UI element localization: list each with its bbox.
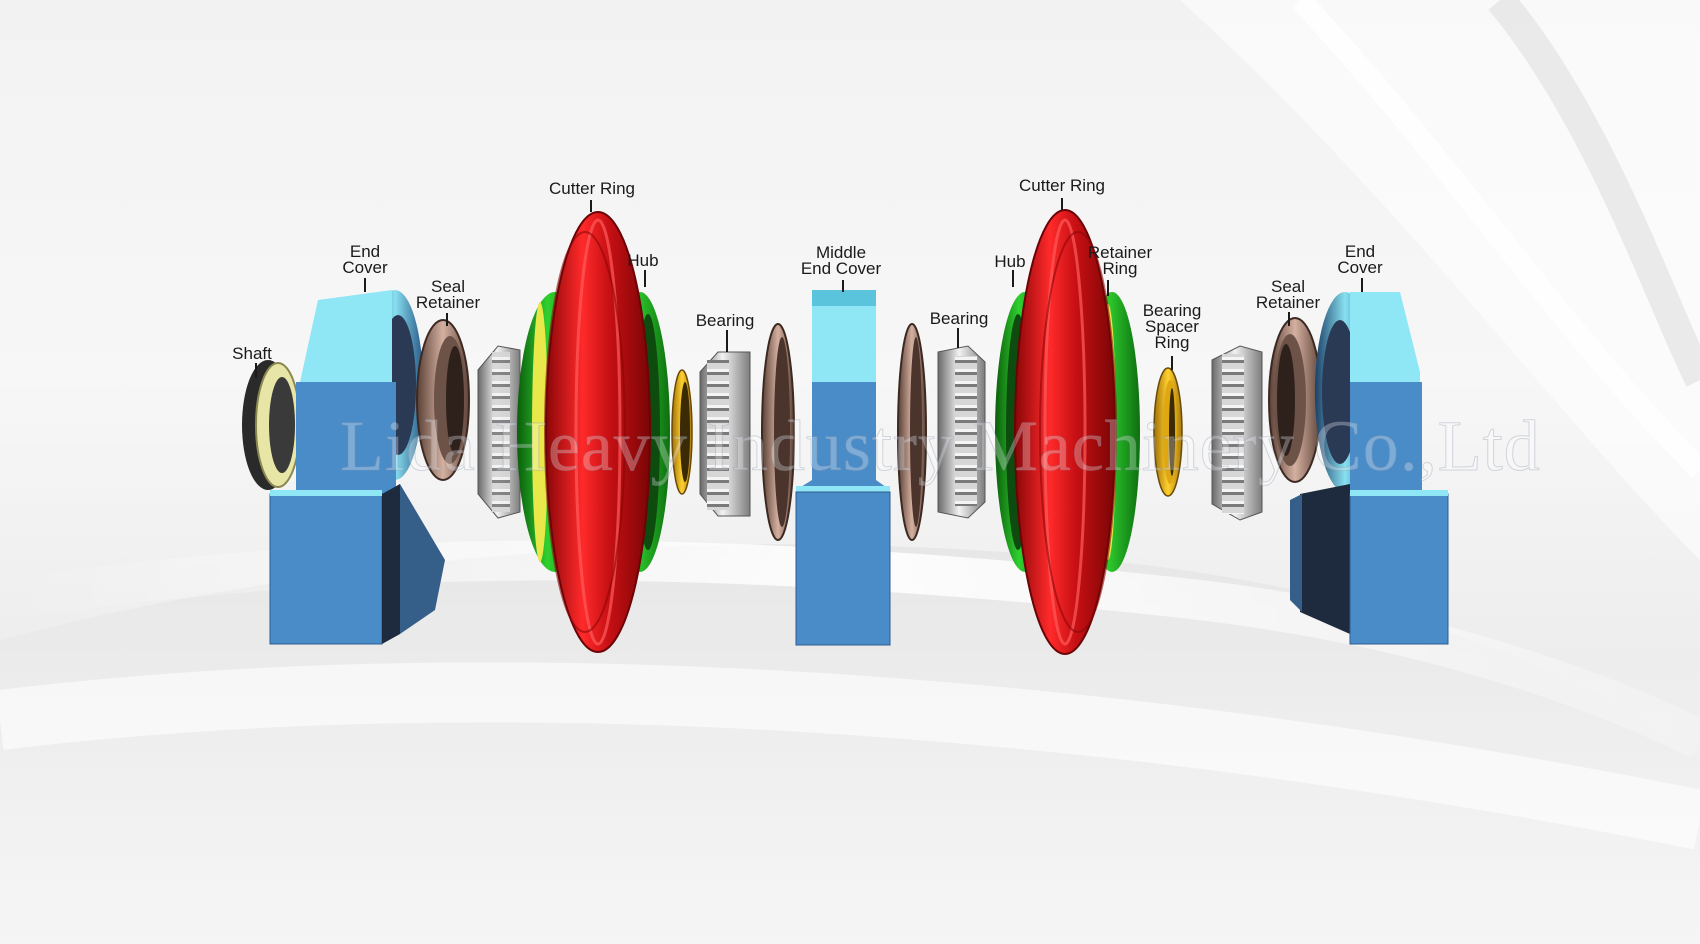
leader-lines (255, 198, 1363, 378)
bearing-left (699, 351, 751, 517)
end-cover-left (269, 290, 445, 645)
seal-retainer-left (416, 319, 470, 481)
bearing-left-inner (477, 345, 521, 519)
label-shaft: Shaft (232, 344, 272, 363)
label-end-cover-left: End Cover (342, 242, 388, 277)
label-seal-retainer-right: Seal Retainer (1255, 277, 1321, 312)
label-middle-end-cover: Middle End Cover (800, 243, 882, 278)
bearing-right-outer (1211, 345, 1263, 521)
label-end-cover-right: End Cover (1337, 242, 1383, 277)
label-bearing-left: Bearing (695, 311, 755, 330)
shaft-left (242, 360, 301, 490)
cutter-ring-left (544, 211, 651, 653)
label-bearing-spacer-ring: Bearing Spacer Ring (1142, 301, 1202, 352)
label-retainer-ring: Retainer Ring (1087, 243, 1153, 278)
seal-retainer-right (1268, 317, 1322, 483)
bearing-spacer-ring (1153, 367, 1183, 497)
spacer-ring-left (671, 369, 693, 495)
label-cutter-ring-right: Cutter Ring (1019, 176, 1105, 195)
seal-ring-middle-right (897, 323, 927, 541)
label-hub-right: Hub (994, 252, 1026, 271)
label-bearing-right: Bearing (929, 309, 989, 328)
label-hub-left: Hub (627, 251, 659, 270)
bearing-right (937, 345, 986, 519)
middle-end-cover (795, 290, 891, 646)
watermark: Lida Heavy Industry Machinery Co.,Ltd (340, 406, 1541, 487)
cutter-ring-right (1014, 209, 1117, 655)
label-seal-retainer-left: Seal Retainer (415, 277, 481, 312)
end-cover-right (1290, 292, 1449, 645)
label-cutter-ring-left: Cutter Ring (549, 179, 635, 198)
seal-ring-middle-left (761, 323, 795, 541)
